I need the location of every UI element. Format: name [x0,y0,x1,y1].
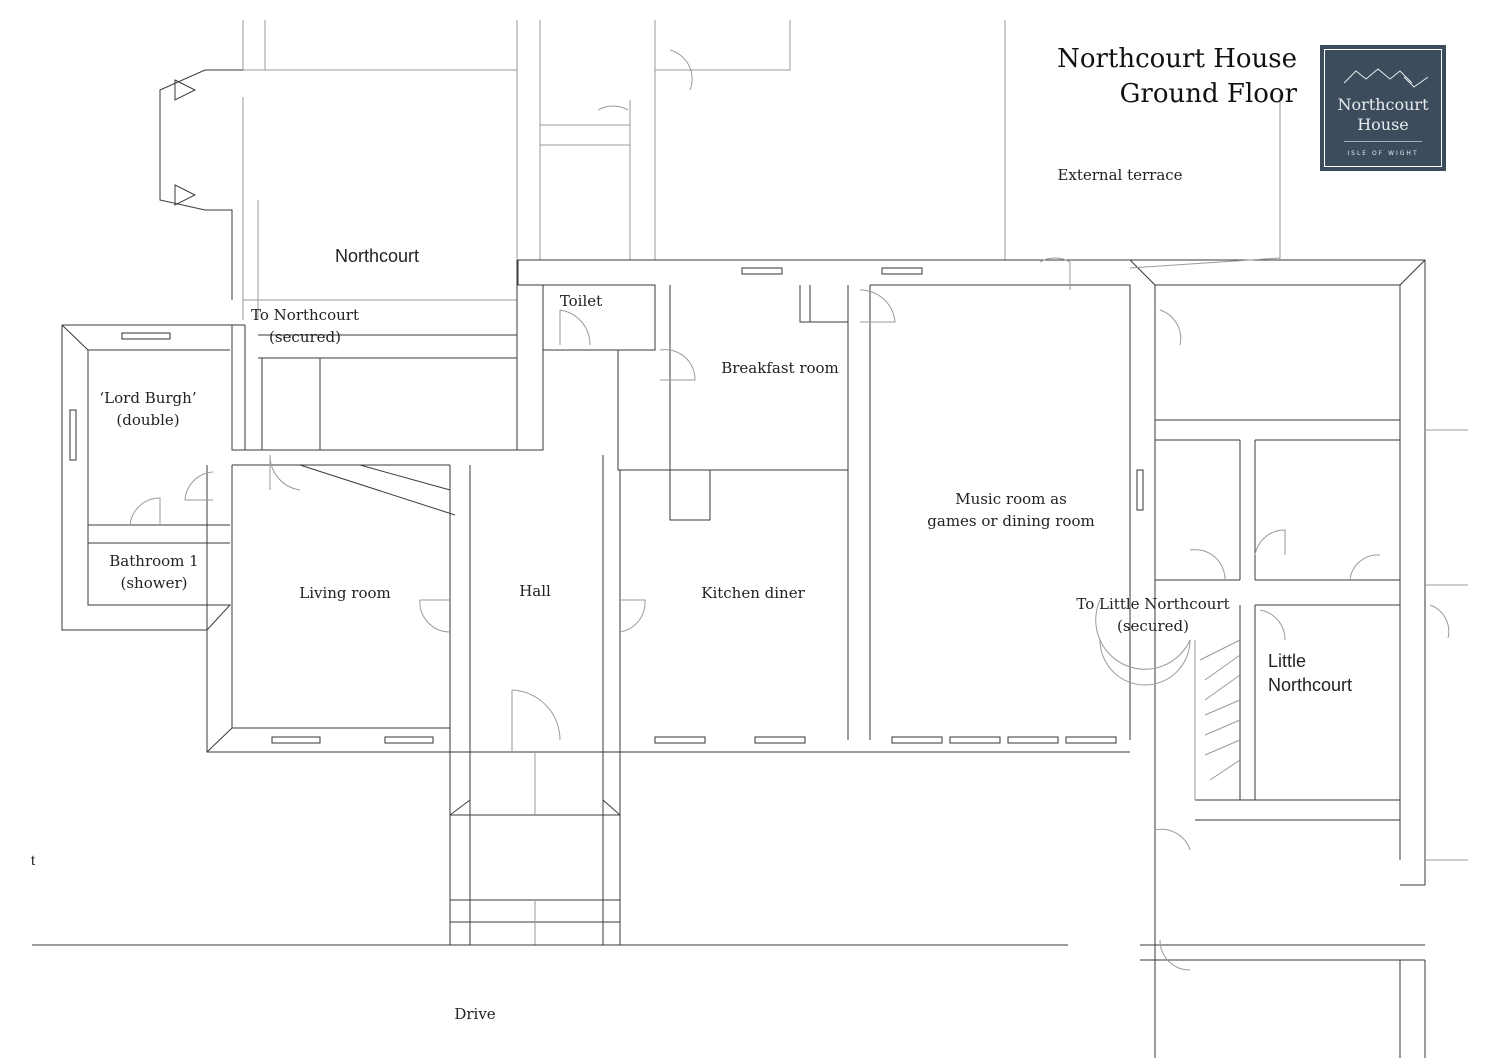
label-living-room: Living room [299,584,391,602]
label-kitchen-diner: Kitchen diner [701,584,805,602]
logo-tagline: ISLE OF WIGHT [1347,150,1419,157]
main-walls [32,49,1468,1058]
logo-name-line2: House [1357,115,1409,134]
little-northcourt-line1: Little [1268,651,1307,671]
label-toilet: Toilet [559,292,603,310]
to-northcourt-text: To Northcourt [251,306,359,324]
logo-name-line1: Northcourt [1337,95,1429,114]
label-to-northcourt: To Northcourt (secured) [251,304,359,348]
label-little-northcourt: Little Northcourt [1268,649,1352,697]
lord-burgh-text: ‘Lord Burgh’ [99,389,197,407]
music-room-line2: games or dining room [927,512,1095,530]
to-little-northcourt-note: (secured) [1116,617,1189,635]
label-hall: Hall [519,582,551,600]
to-little-northcourt-text: To Little Northcourt [1076,595,1230,613]
label-drive: Drive [454,1005,496,1023]
northcourt-walls [159,20,1006,320]
plan-title-line2: Ground Floor [1119,79,1297,109]
label-breakfast-room: Breakfast room [721,359,839,377]
label-external-terrace: External terrace [1057,166,1183,184]
bathroom-text: Bathroom 1 [109,552,199,570]
label-northcourt: Northcourt [335,246,420,266]
roofline-icon [1343,68,1428,88]
label-lord-burgh: ‘Lord Burgh’ (double) [99,387,196,431]
northcourt-house-logo: Northcourt House ISLE OF WIGHT [1320,45,1446,171]
plan-title: Northcourt House Ground Floor [1057,42,1297,112]
label-bathroom-1: Bathroom 1 (shower) [109,550,198,594]
bathroom-note: (shower) [120,574,188,592]
little-northcourt-line2: Northcourt [1268,675,1353,695]
lord-burgh-note: (double) [116,411,180,429]
to-northcourt-note: (secured) [268,328,341,346]
plan-title-line1: Northcourt House [1057,44,1297,74]
label-music-room: Music room as games or dining room [927,488,1094,532]
music-room-line1: Music room as [955,490,1067,508]
label-to-little-northcourt: To Little Northcourt (secured) [1076,593,1229,637]
edge-text-fragment: t [31,852,35,868]
